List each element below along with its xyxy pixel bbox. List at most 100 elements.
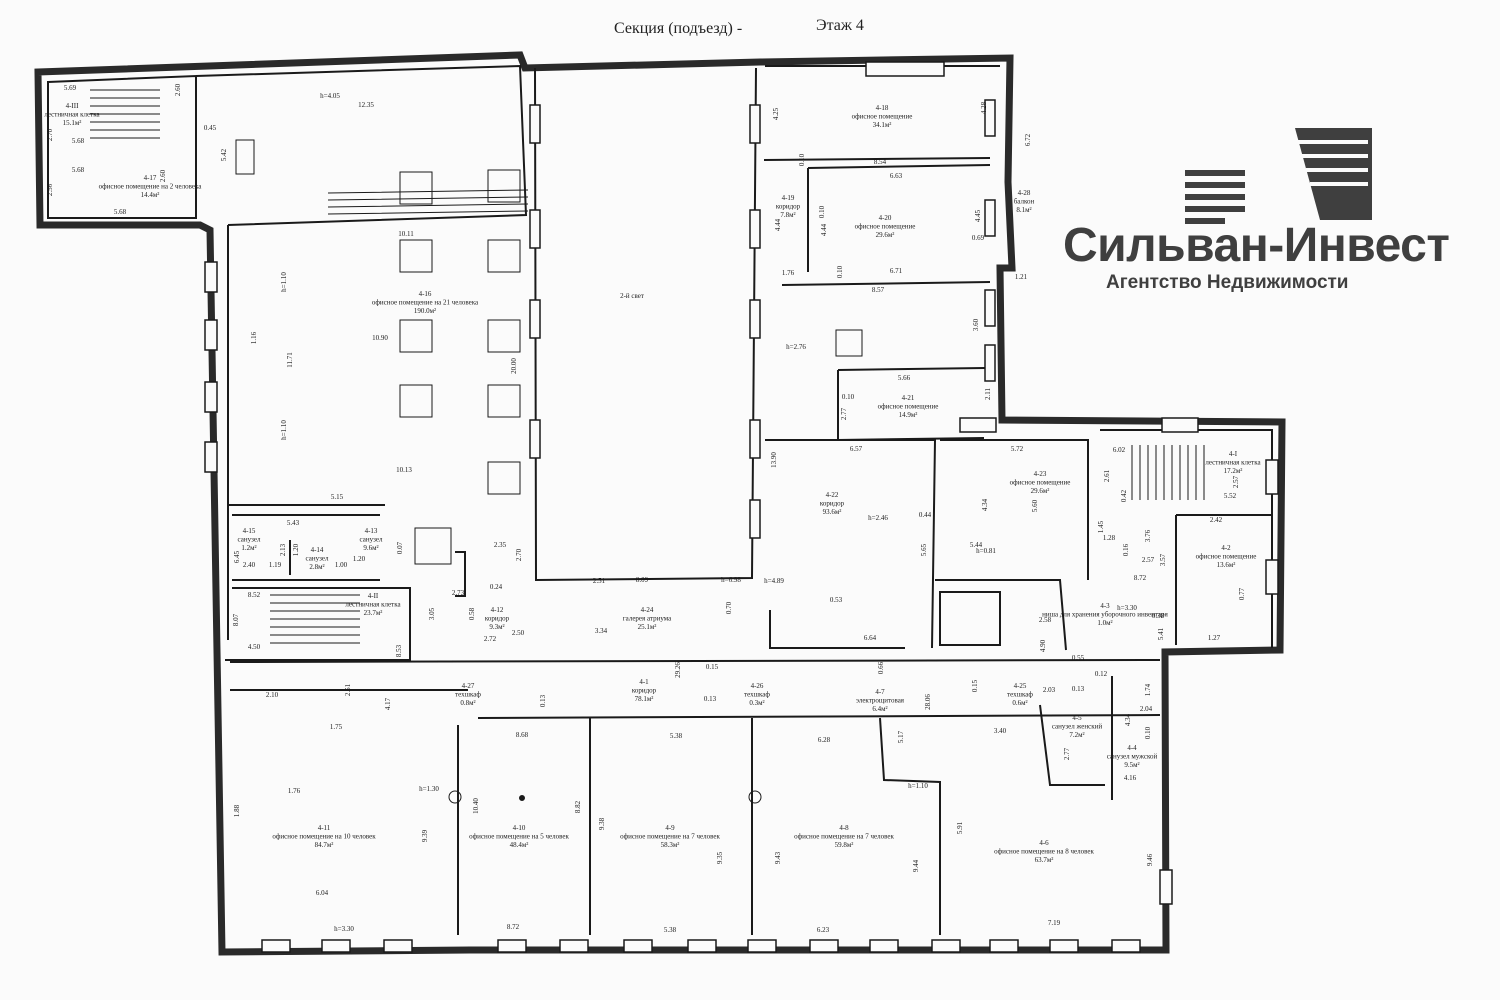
dimension-label: 0.10 <box>818 205 826 218</box>
dimension-label: h=4.89 <box>764 577 784 585</box>
dimension-label: 0.45 <box>204 124 217 132</box>
dimension-label: 9.46 <box>1146 853 1154 866</box>
dimension-label: 2.50 <box>512 629 525 637</box>
dimension-label: 2.40 <box>243 561 256 569</box>
room-id: 4-22 <box>826 491 839 499</box>
dimension-label: 1.19 <box>269 561 282 569</box>
dimension-label: 10.90 <box>372 334 388 342</box>
dimension-label: 4.16 <box>1124 774 1137 782</box>
dimension-label: 5.52 <box>1224 492 1237 500</box>
room-label: ниша для хранения уборочного инвентаря <box>1042 611 1169 619</box>
dimension-label: 1.76 <box>288 787 301 795</box>
room-area: 93.6м² <box>823 508 842 516</box>
room-id: 4-12 <box>491 606 504 614</box>
dimension-label: 6.02 <box>1113 446 1126 454</box>
dimension-label: 2.57 <box>1142 556 1155 564</box>
dimension-label: 4.34 <box>981 498 989 511</box>
dimension-label: 1.76 <box>782 269 795 277</box>
dimension-label: 2.58 <box>1039 616 1052 624</box>
room-area: 15.1м² <box>63 119 82 127</box>
dimension-label: 11.71 <box>286 352 294 368</box>
dimension-label: 7.19 <box>1048 919 1061 927</box>
dimension-label: 0.38 <box>1152 612 1165 620</box>
room-area: 48.4м² <box>510 841 529 849</box>
floor-label: Этаж 4 <box>816 17 864 34</box>
room-label: офисное помещение <box>1196 553 1257 561</box>
room-area: 63.7м² <box>1035 856 1054 864</box>
room-area: 29.6м² <box>1031 487 1050 495</box>
room-area: 14.4м² <box>141 191 160 199</box>
dimension-label: 2.72 <box>484 635 497 643</box>
dimension-label: 5.66 <box>898 374 911 382</box>
room-area: 13.6м² <box>1217 561 1236 569</box>
plan-walls <box>34 51 1286 956</box>
room-area: 190.0м² <box>414 307 436 315</box>
dimension-label: 1.45 <box>1097 520 1105 533</box>
room-area: 2.8м² <box>309 563 324 571</box>
dimension-label: 2.10 <box>266 691 279 699</box>
dimension-label: 2.51 <box>344 683 352 696</box>
room-label: санузел <box>238 536 261 544</box>
dimension-label: 6.71 <box>890 267 903 275</box>
dimension-label: h=3.30 <box>334 925 354 933</box>
dimension-label: 12.35 <box>358 101 374 109</box>
room-id: 4-21 <box>902 394 915 402</box>
dimension-label: h=1.10 <box>908 782 928 790</box>
room-id: 4-16 <box>419 290 432 298</box>
dimension-label: 2.51 <box>593 577 606 585</box>
room-label: офисное помещение <box>855 223 916 231</box>
dimension-label: 8.53 <box>395 644 403 657</box>
dimension-label: 2.11 <box>984 388 992 400</box>
room-area: 9.5м² <box>1124 761 1139 769</box>
dimension-label: 13.90 <box>770 452 778 468</box>
dimension-label: 0.15 <box>706 663 719 671</box>
dimension-label: 2.42 <box>1210 516 1223 524</box>
dimension-label: 1.16 <box>250 331 258 344</box>
room-id: 4-23 <box>1034 470 1047 478</box>
dimension-label: 0.16 <box>1122 543 1130 556</box>
dimension-label: 4.50 <box>248 643 261 651</box>
room-area: 0.8м² <box>460 699 475 707</box>
dimension-label: 3.57 <box>1159 553 1167 566</box>
dimension-label: h=2.76 <box>786 343 806 351</box>
dimension-label: 1.21 <box>1015 273 1028 281</box>
dimension-label: 0.77 <box>1238 587 1246 600</box>
dimension-label: 3.05 <box>428 607 436 620</box>
dimension-label: 5.60 <box>1031 499 1039 512</box>
dimension-label: 6.04 <box>316 889 329 897</box>
room-id: 4-24 <box>641 606 654 614</box>
dimension-label: 4.90 <box>1039 639 1047 652</box>
dimension-label: 3.76 <box>1144 529 1152 542</box>
dimension-label: 0.10 <box>1144 726 1152 739</box>
room-id: 4-5 <box>1072 714 1082 722</box>
dimension-label: 0.07 <box>396 541 404 554</box>
dimension-label: 8.82 <box>574 800 582 813</box>
dimension-label: 4.28 <box>980 101 988 114</box>
room-area: 6.4м² <box>872 705 887 713</box>
dimension-label: 4.44 <box>820 223 828 236</box>
dimension-label: 3.40 <box>994 727 1007 735</box>
room-label: санузел <box>306 555 329 563</box>
brand-tagline: Агентство Недвижимости <box>1106 272 1349 293</box>
dimension-label: h=1.10 <box>280 272 288 292</box>
brand-name: Сильван-Инвест <box>1063 219 1450 272</box>
room-label: офисное помещение <box>1010 479 1071 487</box>
dimension-label: 8.68 <box>516 731 529 739</box>
dimension-label: 4.17 <box>384 697 392 710</box>
dimension-label: 1.74 <box>1144 683 1152 696</box>
room-id: 4-10 <box>513 824 526 832</box>
room-id: 4-9 <box>665 824 675 832</box>
dimension-label: 4.25 <box>772 107 780 120</box>
dimension-label: h=1.30 <box>419 785 439 793</box>
dimension-label: 2.77 <box>840 407 848 420</box>
dimension-label: 2.35 <box>494 541 507 549</box>
room-id: 4-26 <box>751 682 764 690</box>
room-label: коридор <box>820 500 845 508</box>
dimension-label: 1.88 <box>233 804 241 817</box>
room-id: 4-28 <box>1018 189 1031 197</box>
room-label: офисное помещение <box>852 113 913 121</box>
dimension-label: 8.54 <box>874 158 887 166</box>
dimension-label: 5.44 <box>970 541 983 549</box>
room-id: 4-4 <box>1127 744 1137 752</box>
room-id: 4-1 <box>639 678 649 686</box>
